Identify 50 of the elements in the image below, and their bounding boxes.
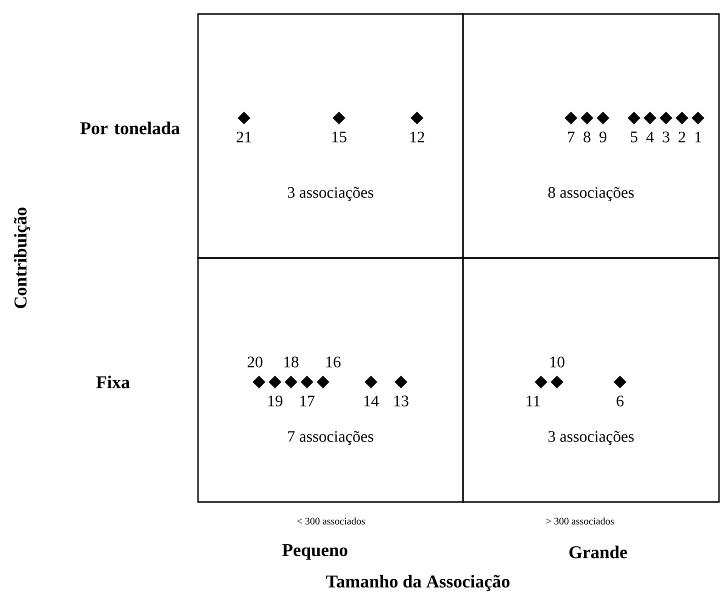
- axis-label: > 300 associados: [546, 517, 614, 524]
- diamond-marker: [238, 112, 250, 124]
- diamond-marker: [628, 112, 640, 124]
- axis-label: Pequeno: [282, 544, 348, 560]
- point-number: 12: [410, 132, 424, 142]
- diamond-marker: [268, 376, 282, 388]
- point-number: 4: [646, 132, 654, 142]
- point-number: 2: [678, 132, 686, 142]
- point-number: 7: [568, 132, 575, 142]
- diamond-marker: [614, 376, 626, 388]
- point-number: 19: [268, 396, 282, 406]
- diamond-marker: [284, 376, 298, 388]
- diamond-marker: [676, 112, 688, 124]
- axis-label: Fixa: [96, 376, 130, 388]
- diamond-marker: [692, 112, 704, 124]
- point-number: 9: [600, 132, 606, 142]
- point-number: 5: [630, 132, 638, 142]
- diamond-marker: [364, 376, 378, 388]
- diamond-marker: [316, 376, 330, 388]
- point-number: 1: [695, 132, 702, 142]
- diamond-marker: [550, 376, 564, 388]
- point-number: 18: [284, 356, 298, 368]
- point-number: 8: [584, 132, 590, 142]
- point-number: 11: [526, 396, 540, 406]
- point-number: 3: [662, 132, 670, 142]
- axis-label: Contribuição: [14, 208, 30, 308]
- diamond-marker: [332, 112, 346, 124]
- diamond-marker: [580, 112, 594, 124]
- axis-label: Por tonelada: [80, 122, 180, 134]
- diamond-marker: [394, 376, 408, 388]
- diamond-marker: [644, 112, 656, 124]
- point-number: 21: [236, 132, 252, 142]
- diamond-marker: [410, 112, 424, 124]
- point-number: 10: [550, 356, 564, 368]
- point-number: 16: [326, 356, 341, 368]
- point-number: 20: [248, 356, 262, 368]
- point-number: 15: [332, 132, 346, 142]
- diamond-marker: [660, 112, 672, 124]
- point-number: 17: [300, 396, 315, 406]
- diamond-marker: [596, 112, 610, 124]
- point-number: 13: [394, 396, 408, 406]
- diamond-marker: [534, 376, 548, 388]
- axis-label: Tamanho da Associação: [326, 574, 510, 592]
- axis-label: < 300 associados: [297, 517, 365, 524]
- point-number: 14: [364, 396, 379, 406]
- point-number: 6: [616, 396, 624, 406]
- diamond-marker: [564, 112, 578, 124]
- axis-label: Grande: [569, 546, 628, 558]
- diamond-marker: [252, 376, 266, 388]
- diamond-marker: [300, 376, 314, 388]
